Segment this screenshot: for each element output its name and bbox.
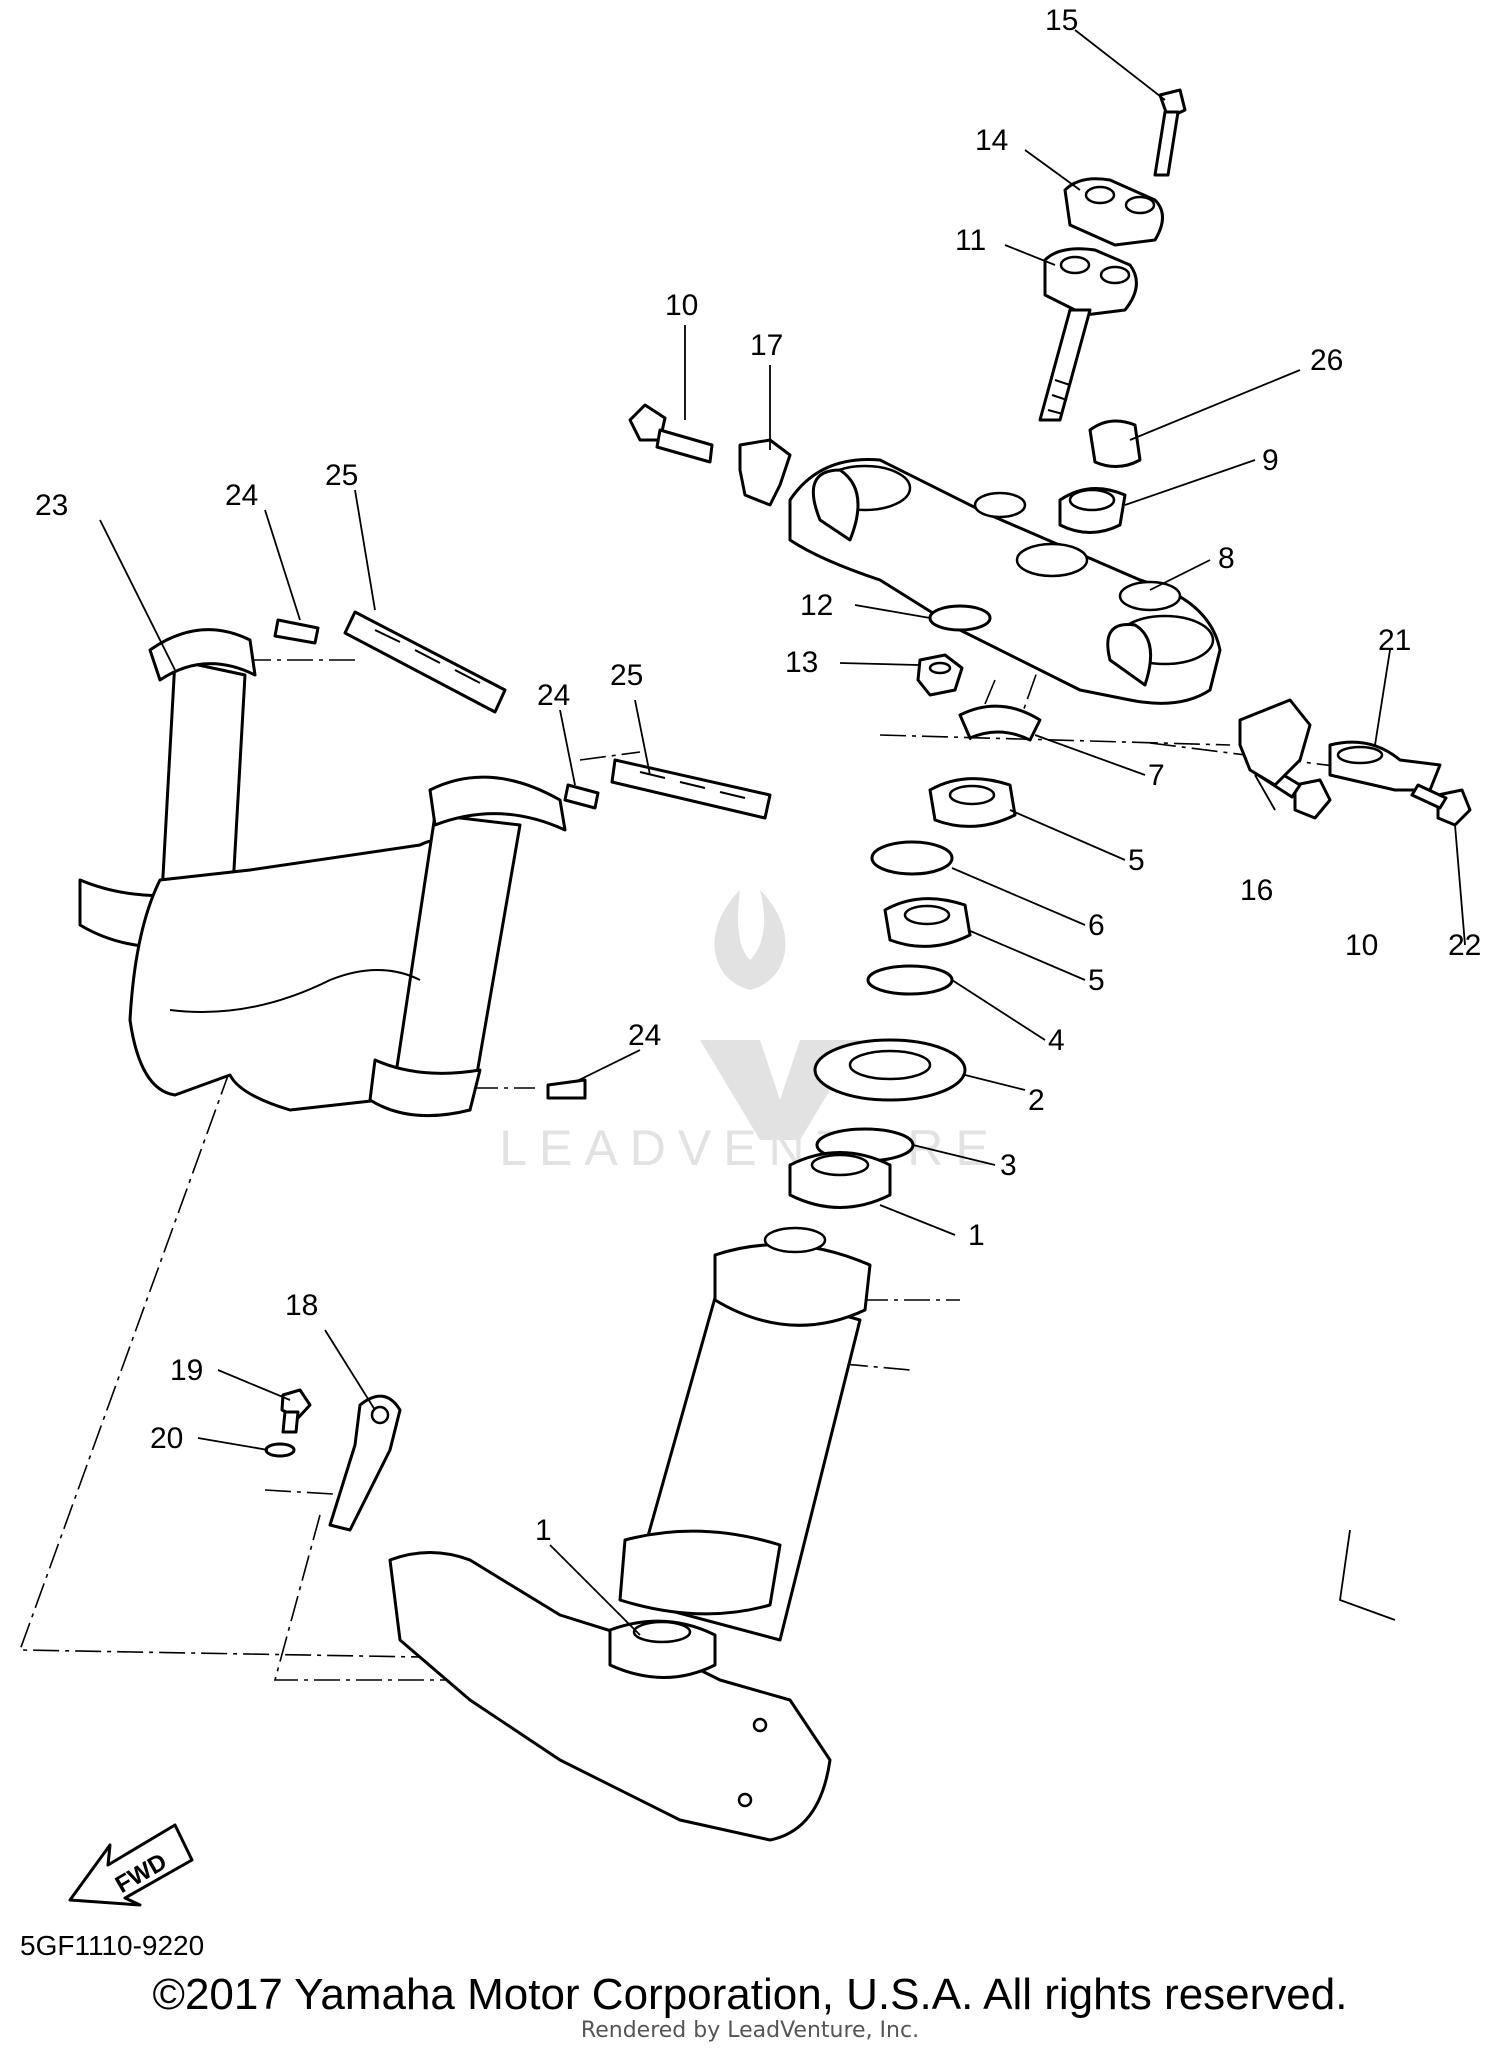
callout-10: 10 (1345, 929, 1378, 962)
rendered-by-note: Rendered by LeadVenture, Inc. (580, 2018, 920, 2043)
part-15-bolt (1153, 88, 1187, 177)
part-1-bearing-upper (788, 1151, 892, 1209)
callout-3: 3 (1000, 1149, 1017, 1182)
callout-1: 1 (968, 1219, 985, 1252)
part-5-ring-nut-lower (883, 897, 972, 948)
fwd-direction-arrow: FWD (68, 1823, 194, 1907)
steering-stem (388, 1226, 872, 1842)
callout-6: 6 (1088, 909, 1105, 942)
callout-17: 17 (750, 329, 783, 362)
part-4-ring (866, 964, 954, 996)
part-11-lower-holder (1038, 247, 1138, 422)
callout-4: 4 (1048, 1024, 1065, 1057)
callout-5: 5 (1088, 964, 1105, 997)
callout-24: 24 (537, 679, 570, 712)
callout-24: 24 (225, 479, 258, 512)
callout-26: 26 (1310, 344, 1343, 377)
callout-7: 7 (1148, 759, 1165, 792)
part-25-strips (343, 610, 772, 820)
part-20-washer (264, 1442, 296, 1458)
callout-15: 15 (1045, 4, 1078, 37)
callout-8: 8 (1218, 542, 1235, 575)
part-9-nut (1058, 487, 1127, 534)
callout-9: 9 (1262, 444, 1279, 477)
part-6-washer (870, 840, 954, 876)
part-17-plate (738, 438, 792, 507)
callout-13: 13 (785, 646, 818, 679)
part-8-upper-bracket (788, 458, 1222, 705)
part-21-clamp (1328, 740, 1442, 792)
part-23-fork-bracket (78, 628, 567, 1118)
part-7-lock-washer (958, 704, 1042, 742)
callout-23: 23 (35, 489, 68, 522)
callout-2: 2 (1028, 1084, 1045, 1117)
callout-18: 18 (285, 1289, 318, 1322)
callout-1: 1 (535, 1514, 552, 1547)
part-18-stay (328, 1394, 402, 1532)
part-10-bolt-left (628, 403, 714, 464)
callout-21: 21 (1378, 624, 1411, 657)
part-14-upper-holder (1063, 177, 1164, 247)
part-13-nut (916, 653, 964, 697)
part-1-bearing-lower (608, 1619, 717, 1679)
part-22-bolt (1410, 783, 1472, 827)
callout-24: 24 (628, 1019, 661, 1052)
callout-12: 12 (800, 589, 833, 622)
part-26-cap (1088, 419, 1142, 468)
part-2-cover (813, 1038, 967, 1102)
callout-22: 22 (1448, 929, 1481, 962)
part-5-ring-nut-upper (928, 777, 1017, 828)
copyright-notice: ©2017 Yamaha Motor Corporation, U.S.A. A… (152, 1970, 1348, 2019)
callout-19: 19 (170, 1354, 203, 1387)
part-12-washer (928, 604, 992, 632)
callout-numbers: 15 14 11 10 17 26 9 8 12 13 21 7 5 16 10… (35, 4, 1481, 1547)
part-24-spacers (273, 618, 600, 1100)
part-19-bolt (280, 1388, 312, 1434)
part-16-bracket (1238, 698, 1312, 787)
callout-16: 16 (1240, 874, 1273, 907)
leader-lines (99, 29, 1466, 1636)
callout-10: 10 (665, 289, 698, 322)
callout-25: 25 (325, 459, 358, 492)
callout-20: 20 (150, 1422, 183, 1455)
diagram-code: 5GF1110-9220 (20, 1930, 205, 1961)
callout-25: 25 (610, 659, 643, 692)
callout-11: 11 (955, 224, 986, 257)
callout-5: 5 (1128, 844, 1145, 877)
callout-14: 14 (975, 124, 1008, 157)
